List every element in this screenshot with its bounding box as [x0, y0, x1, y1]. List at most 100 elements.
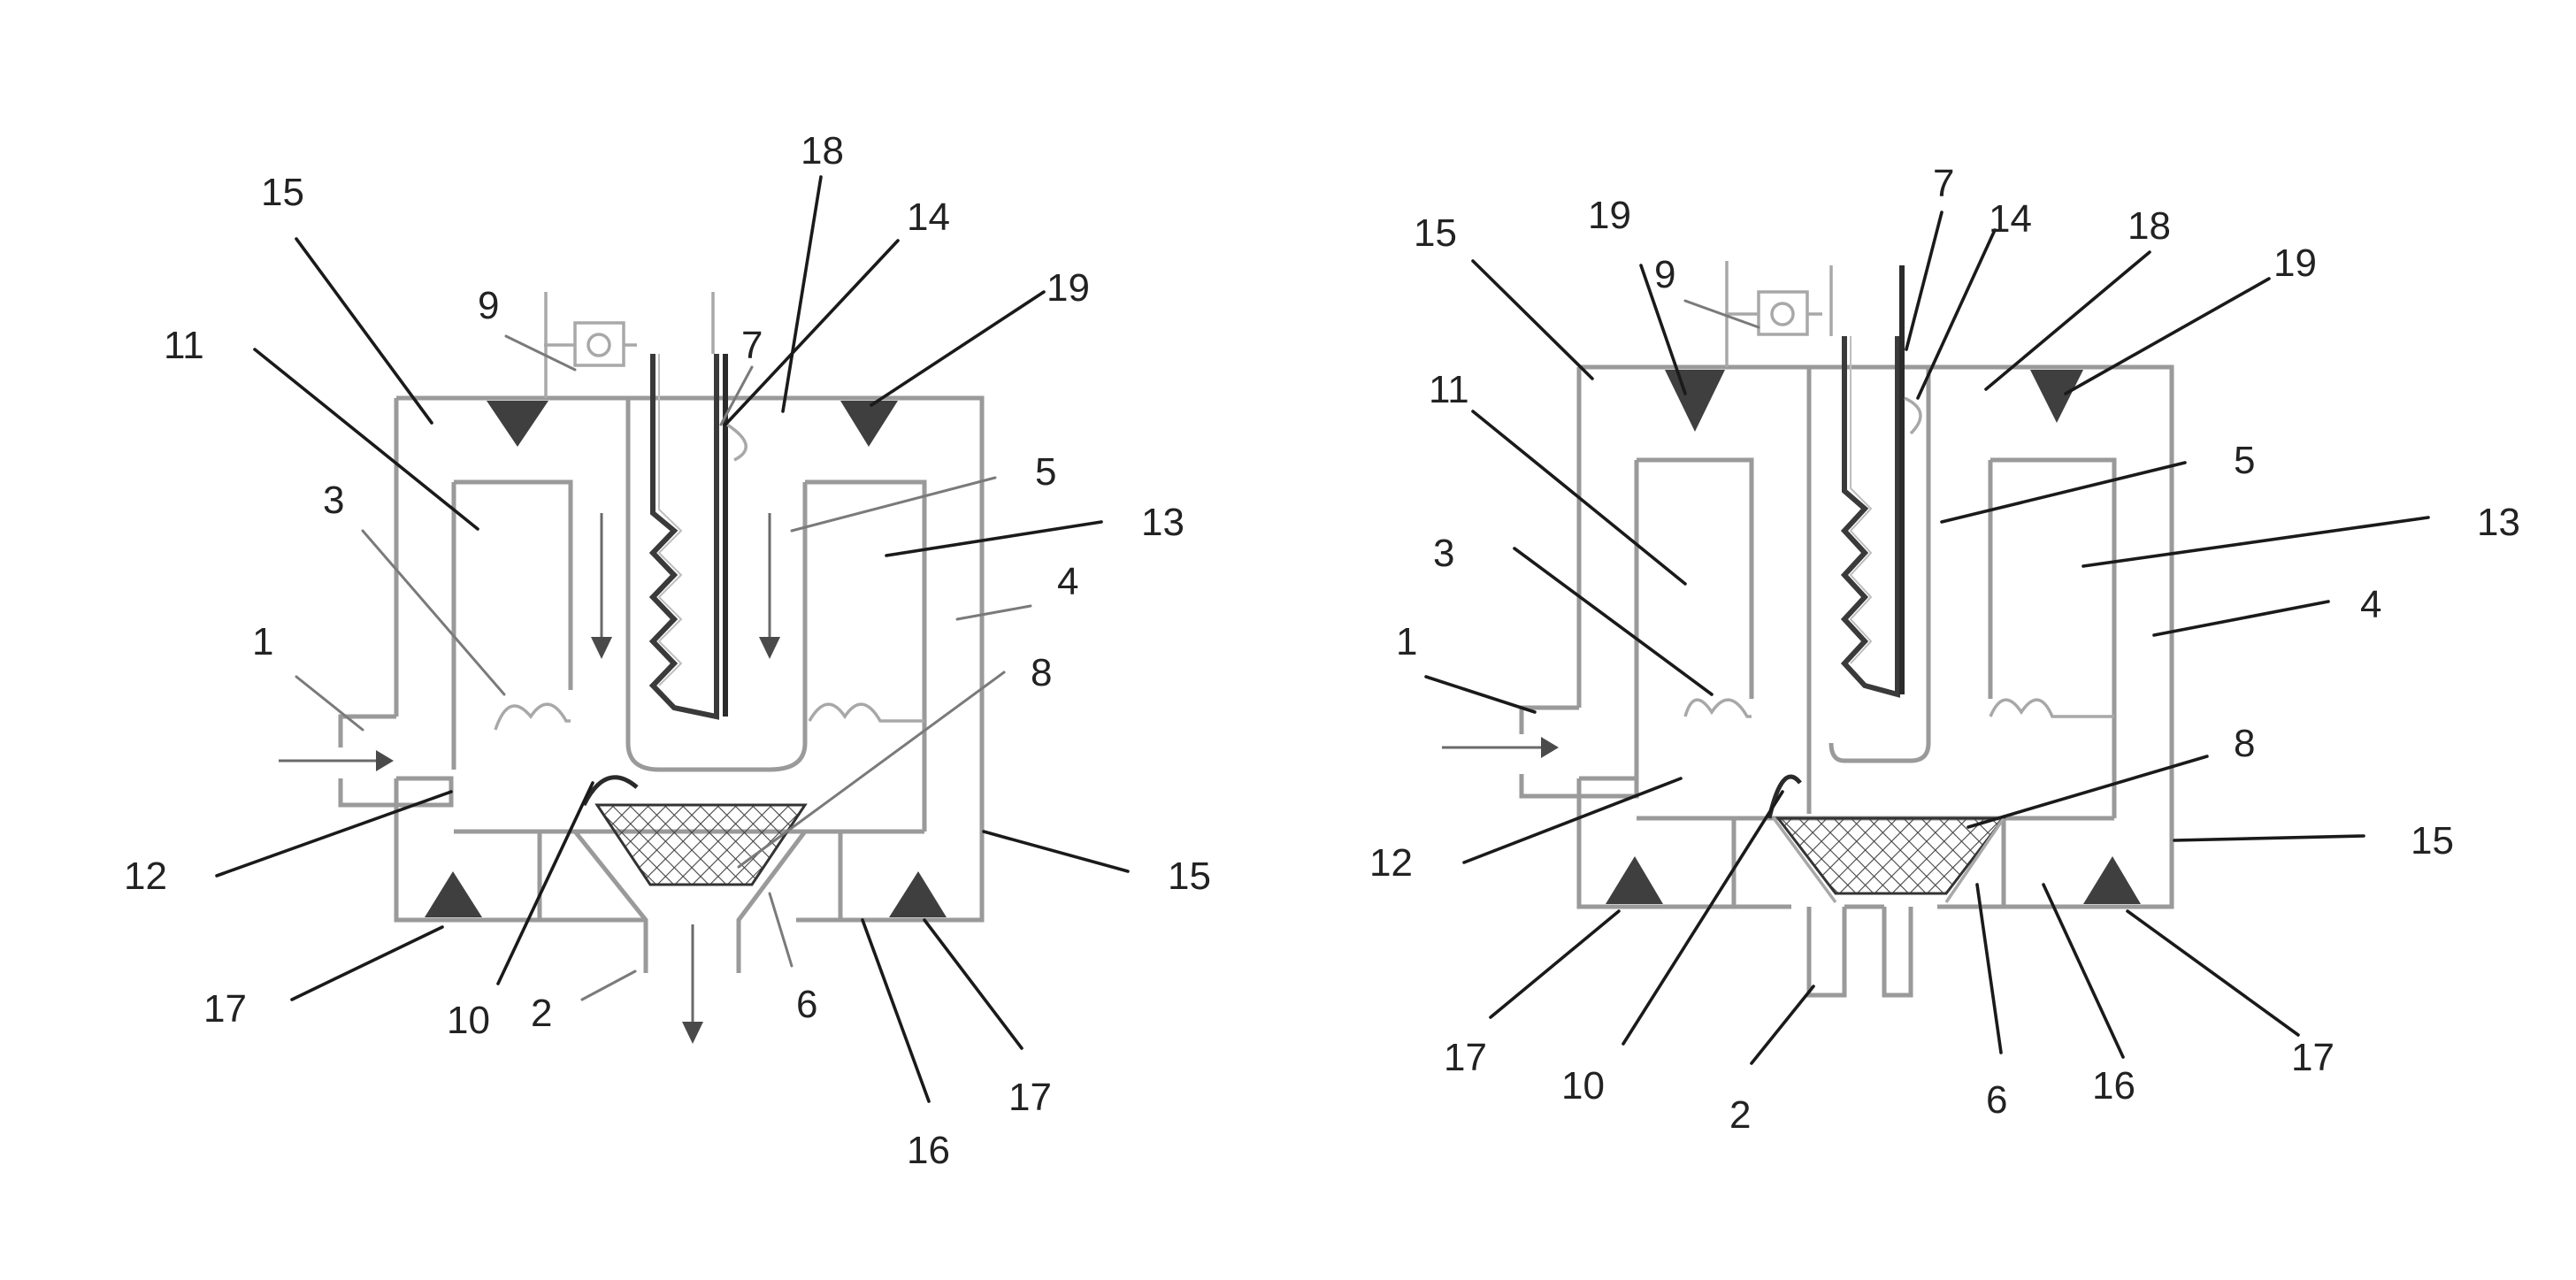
left-leader-17a — [292, 927, 442, 1000]
left-leader-15a — [296, 239, 432, 423]
left-label-1: 1 — [252, 620, 273, 663]
right-label-19b: 19 — [2273, 241, 2317, 285]
right-label-15a: 15 — [1414, 211, 1457, 255]
left-cone-10 — [584, 778, 637, 805]
right-weld-17b — [2083, 856, 2141, 904]
left-label-10: 10 — [447, 999, 490, 1042]
right-sensor-wire — [1725, 261, 1831, 367]
left-label-6: 6 — [796, 983, 817, 1026]
right-valve-3b — [1990, 700, 2114, 717]
right-leader-17a — [1491, 911, 1619, 1017]
right-label-1: 1 — [1396, 620, 1417, 663]
right-label-7: 7 — [1933, 162, 1954, 205]
left-leader-6 — [770, 893, 792, 966]
left-leader-13 — [886, 522, 1101, 556]
left-leader-3 — [363, 531, 504, 694]
right-central-sleeve — [1809, 367, 1928, 814]
left-weld-19a — [487, 401, 548, 447]
left-label-19: 19 — [1046, 266, 1090, 310]
left-sensor-wire — [544, 292, 713, 398]
left-label-17a: 17 — [203, 987, 247, 1031]
left-label-12: 12 — [124, 855, 167, 898]
left-sensor-circle — [588, 334, 610, 356]
figure-right: 15 19 9 7 14 18 19 11 5 13 3 1 4 8 12 15… — [1369, 162, 2520, 1137]
right-leader-5 — [1942, 463, 2185, 522]
right-leader-6 — [1977, 885, 2001, 1053]
right-weld-19b — [2030, 370, 2083, 423]
left-label-16: 16 — [907, 1129, 950, 1172]
right-label-12: 12 — [1369, 841, 1413, 885]
right-leader-2 — [1752, 986, 1813, 1063]
left-leader-1 — [296, 677, 363, 730]
left-leader-5 — [792, 478, 995, 531]
left-probe-hook — [727, 425, 746, 460]
left-label-8: 8 — [1031, 651, 1052, 694]
left-outlet-arrowhead — [682, 1022, 703, 1044]
right-leader-17b — [2128, 911, 2298, 1035]
left-leader-10 — [498, 783, 593, 984]
right-label-6: 6 — [1986, 1078, 2007, 1122]
right-leader-7 — [1906, 212, 1942, 349]
right-label-2: 2 — [1729, 1093, 1751, 1137]
right-label-16: 16 — [2092, 1064, 2135, 1108]
left-label-11: 11 — [164, 324, 204, 367]
right-leader-3 — [1514, 548, 1712, 694]
right-label-5: 5 — [2234, 439, 2255, 482]
left-label-17b: 17 — [1008, 1076, 1052, 1119]
left-leader-4 — [957, 606, 1031, 619]
right-cone-10 — [1769, 777, 1800, 818]
right-leader-15a — [1473, 261, 1592, 379]
left-label-15a: 15 — [261, 171, 304, 214]
left-label-15b: 15 — [1168, 855, 1211, 898]
right-sensor-circle — [1772, 303, 1793, 325]
left-chamber-13 — [805, 482, 924, 832]
right-label-3: 3 — [1433, 532, 1454, 575]
right-leader-4 — [2154, 602, 2328, 635]
right-label-11: 11 — [1429, 368, 1469, 411]
left-weld-17b — [889, 871, 947, 917]
left-weld-17a — [425, 871, 482, 917]
right-valve-3a — [1685, 700, 1752, 717]
left-valve-3a — [495, 704, 571, 730]
left-flow-arrowhead-1 — [591, 637, 612, 659]
right-label-4: 4 — [2360, 583, 2381, 626]
left-label-7: 7 — [741, 324, 763, 367]
right-label-17b: 17 — [2291, 1036, 2334, 1079]
right-inlet-arrowhead — [1541, 737, 1559, 758]
right-outlet-pipe — [1809, 907, 1911, 995]
right-weld-19a — [1665, 370, 1725, 432]
left-label-5: 5 — [1035, 450, 1056, 494]
left-label-3: 3 — [323, 479, 344, 522]
left-leader-19 — [871, 292, 1044, 405]
left-inlet-arrowhead — [376, 750, 394, 771]
right-leader-1 — [1426, 677, 1535, 712]
left-label-14: 14 — [907, 195, 950, 239]
right-sensor-box-9 — [1759, 292, 1807, 334]
right-chamber-13 — [1990, 460, 2114, 818]
left-leader-16 — [862, 920, 929, 1101]
right-label-14: 14 — [1989, 197, 2032, 241]
right-label-17a: 17 — [1444, 1036, 1487, 1079]
right-leader-10 — [1623, 792, 1782, 1044]
right-label-18: 18 — [2128, 204, 2171, 248]
figure-left: 18 15 14 19 9 7 11 3 5 13 4 1 8 12 15 17… — [124, 129, 1211, 1172]
left-sensor-box-9 — [575, 323, 624, 365]
left-label-13: 13 — [1141, 501, 1184, 544]
right-leader-13 — [2083, 517, 2428, 566]
left-leader-12 — [217, 792, 451, 876]
right-weld-17a — [1606, 856, 1663, 904]
right-label-8: 8 — [2234, 722, 2255, 765]
left-leader-17b — [924, 920, 1022, 1048]
left-leader-2 — [582, 971, 635, 1000]
left-leader-9 — [506, 336, 575, 370]
left-leader-11 — [255, 349, 478, 529]
right-label-10: 10 — [1561, 1064, 1605, 1108]
left-label-9: 9 — [478, 284, 499, 327]
right-chamber-11 — [1637, 460, 1752, 778]
left-label-4: 4 — [1057, 560, 1078, 603]
left-label-18: 18 — [801, 129, 844, 172]
left-leader-15b — [984, 832, 1128, 871]
right-label-9: 9 — [1654, 253, 1675, 296]
